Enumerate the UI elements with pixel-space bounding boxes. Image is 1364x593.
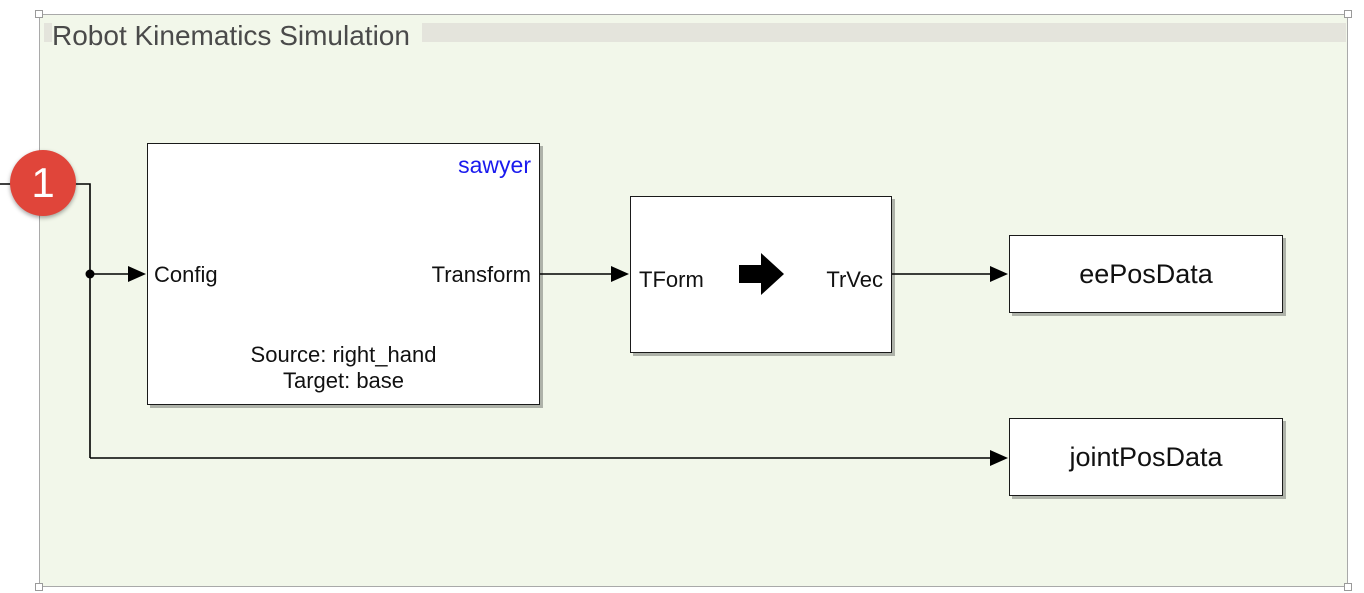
arrowhead-tform <box>611 266 629 282</box>
resize-handle-bottom-left[interactable] <box>35 583 43 591</box>
config-port-label: Config <box>154 262 218 287</box>
target-label: Target: base <box>282 368 405 393</box>
source-label: Source: right_hand <box>250 342 437 367</box>
resize-handle-bottom-right[interactable] <box>1344 583 1352 591</box>
signal-line-inport[interactable] <box>0 183 91 458</box>
coordinate-conversion-block[interactable]: TForm TrVec <box>630 196 892 353</box>
area-title[interactable]: Robot Kinematics Simulation <box>52 18 422 54</box>
joint-pos-data-block[interactable]: jointPosData <box>1009 418 1283 496</box>
arrowhead-eepos <box>990 266 1008 282</box>
trvec-port-label: TrVec <box>826 267 883 292</box>
arrowhead-jointpos <box>990 450 1008 466</box>
joint-pos-data-label: jointPosData <box>1069 442 1223 472</box>
ee-pos-data-block[interactable]: eePosData <box>1009 235 1283 313</box>
ee-pos-data-label: eePosData <box>1079 259 1213 289</box>
resize-handle-top-right[interactable] <box>1344 10 1352 18</box>
arrowhead-config <box>128 266 146 282</box>
get-transform-block[interactable]: sawyer Config Transform Source: right_ha… <box>147 143 540 405</box>
robot-name-label: sawyer <box>458 152 531 178</box>
branch-point[interactable] <box>85 269 95 279</box>
tform-port-label: TForm <box>639 267 704 292</box>
callout-badge: 1 <box>10 150 76 216</box>
transform-port-label: Transform <box>431 262 531 287</box>
resize-handle-top-left[interactable] <box>35 10 43 18</box>
right-arrow-icon <box>739 253 784 295</box>
